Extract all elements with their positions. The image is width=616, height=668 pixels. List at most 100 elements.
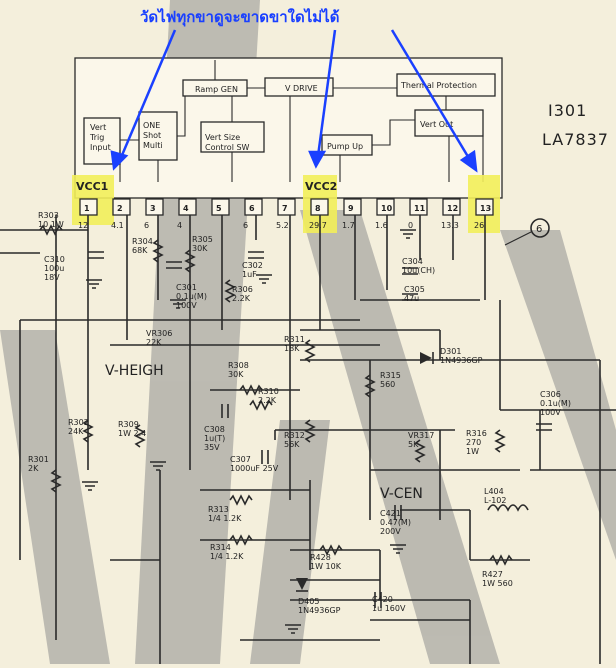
pin-5-box (211, 198, 230, 216)
diodes (296, 352, 434, 592)
pin-6-voltage: 6 (243, 221, 248, 230)
pin-2-box (112, 198, 131, 216)
pin-11-number: 11 (414, 204, 426, 213)
ramp-gen-text: Ramp GEN (195, 85, 238, 94)
block-thermal: Thermal Protection (396, 73, 496, 97)
pin-9-box (343, 198, 362, 216)
circle-leader (504, 231, 532, 246)
pin-12-number: 12 (447, 204, 458, 213)
pin-3-number: 3 (150, 204, 156, 213)
circle-marker (530, 218, 550, 238)
pin-10-box (376, 198, 395, 216)
pin-7-voltage: 5.2 (276, 221, 289, 230)
pin-6-box (244, 198, 263, 216)
v-cen-label: V-CEN (380, 486, 423, 502)
pin-9-voltage: 1.7 (342, 221, 355, 230)
pin-8-voltage: 29.7 (309, 221, 327, 230)
v-height-label: V-HEIGH (105, 363, 164, 379)
d301-diode (420, 352, 432, 364)
pin-8-number: 8 (315, 204, 321, 213)
pin-6-number: 6 (249, 204, 255, 213)
circle-number: 6 (536, 224, 542, 235)
capacitors (88, 251, 552, 608)
pin-12-voltage: 13.3 (441, 221, 459, 230)
pin-11-box (409, 198, 428, 216)
pin-7-box (277, 198, 296, 216)
ic-part-number: LA7837 (542, 130, 609, 149)
v-drive-text: V DRIVE (285, 84, 318, 93)
block-v-drive: V DRIVE (264, 77, 334, 97)
vcc2-label: VCC2 (305, 180, 337, 193)
annotation-arrows (110, 29, 478, 173)
pin-3-box (145, 198, 164, 216)
pin-5-number: 5 (216, 204, 222, 213)
l404-coil (487, 504, 529, 512)
pin-1-voltage: 12 (78, 221, 88, 230)
block-ramp-gen: Ramp GEN (182, 79, 248, 97)
pin-10-voltage: 1.6 (375, 221, 388, 230)
pin-2-number: 2 (117, 204, 123, 213)
pin-10-number: 10 (381, 204, 393, 213)
pin-13-voltage: 26 (474, 221, 484, 230)
pin-11-voltage: 0 (408, 221, 413, 230)
ic-reference: I301 (548, 101, 587, 120)
pin-9-number: 9 (348, 204, 354, 213)
d405-diode (296, 578, 308, 590)
pin-3-voltage: 6 (144, 221, 149, 230)
pin-4-number: 4 (183, 204, 189, 213)
pin-7-number: 7 (282, 204, 288, 213)
vcc1-label: VCC1 (76, 180, 108, 193)
vert-out-text: Vert Out (420, 120, 453, 129)
resistors (39, 224, 513, 566)
pump-up-text: Pump Up (327, 142, 363, 151)
pin-12-box (442, 198, 461, 216)
pin-4-box (178, 198, 197, 216)
pin-1-number: 1 (84, 204, 90, 213)
pin-13-number: 13 (480, 204, 491, 213)
thermal-text: Thermal Protection (400, 81, 477, 90)
pin-4-voltage: 4 (177, 221, 182, 230)
block-pump-up: Pump Up (321, 134, 373, 156)
annotation-text: วัดไฟทุกขาดูจะขาดขาใดไม่ได้ (140, 7, 339, 27)
ground-symbols (82, 229, 416, 634)
pin-2-voltage: 4.1 (111, 221, 124, 230)
